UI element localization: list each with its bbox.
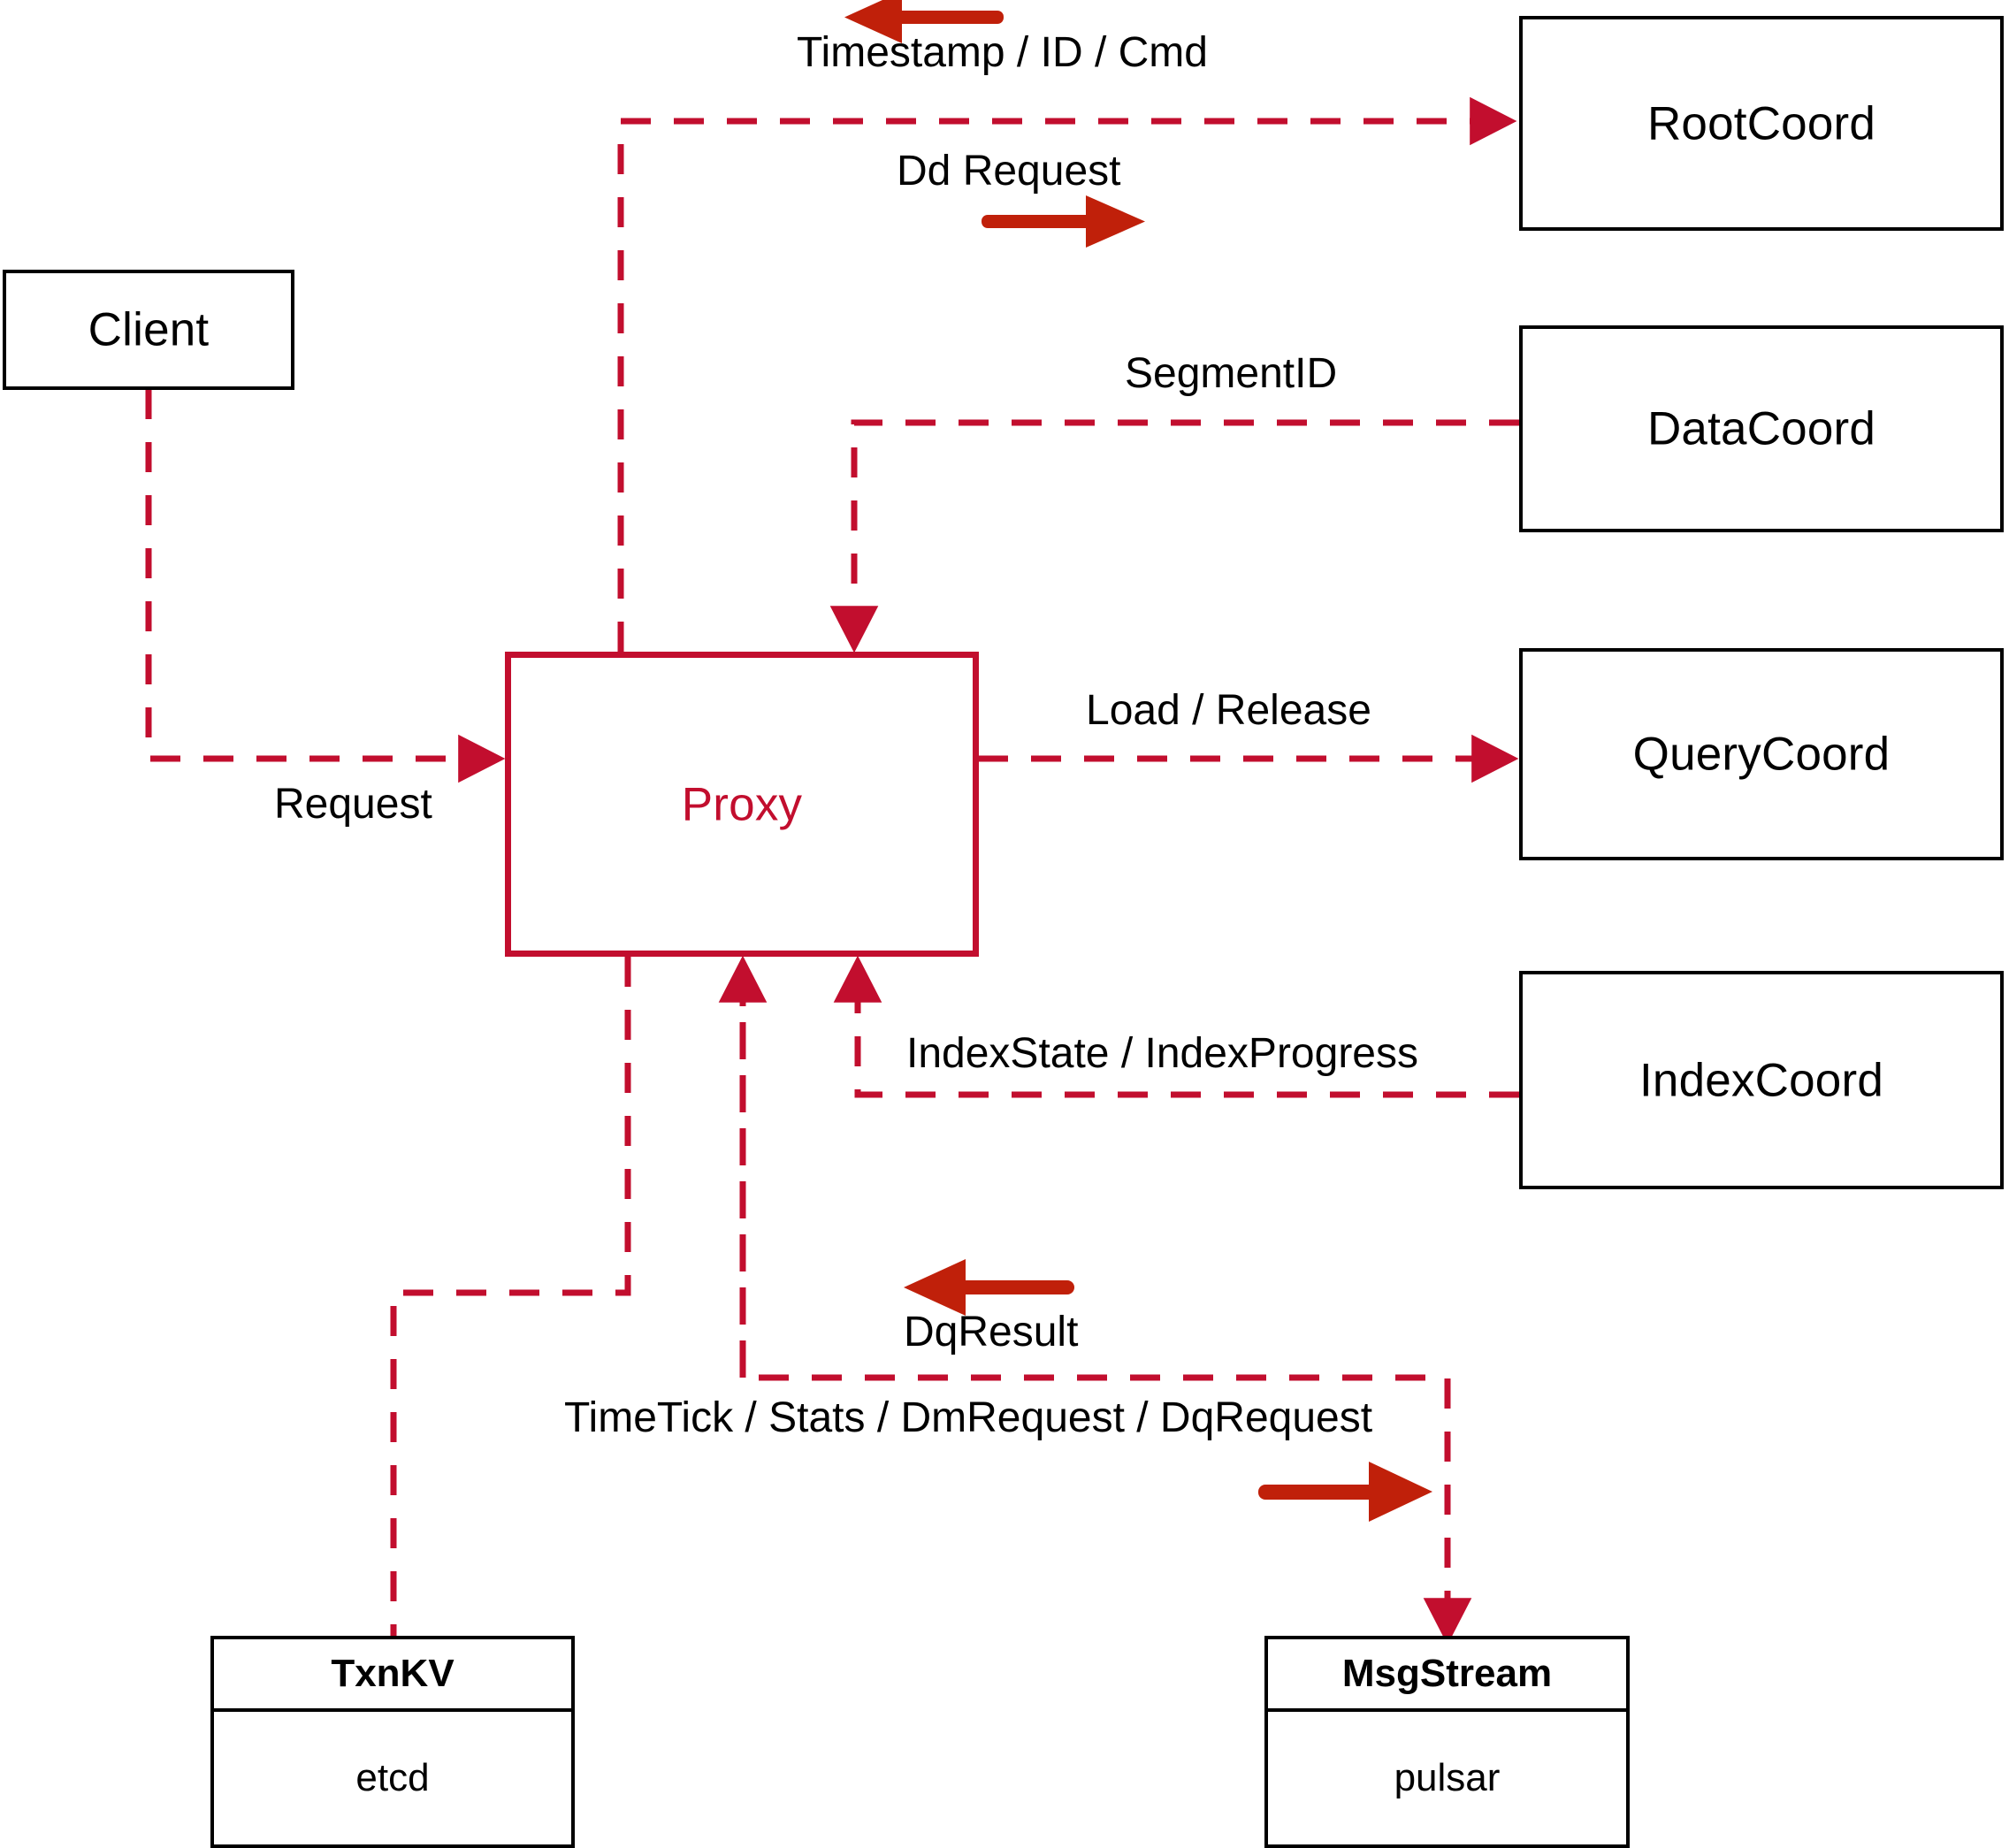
node-txnkv[interactable]: TxnKV etcd <box>210 1636 575 1848</box>
edge-label-load-release: Load / Release <box>1086 687 1371 734</box>
node-rootcoord[interactable]: RootCoord <box>1519 16 2004 231</box>
node-proxy-label: Proxy <box>681 778 803 830</box>
node-msgstream-body-label: pulsar <box>1394 1756 1501 1799</box>
edge-indexcoord-proxy <box>833 955 1519 1098</box>
node-txnkv-body-label: etcd <box>355 1756 430 1799</box>
edge-proxy-rootcoord <box>617 96 1517 652</box>
edge-label-index-state-progress: IndexState / IndexProgress <box>906 1030 1418 1077</box>
edge-label-timetick-stats: TimeTick / Stats / DmRequest / DqRequest <box>564 1394 1373 1441</box>
node-msgstream-header: MsgStream <box>1268 1639 1626 1712</box>
arrow-dqresult-left <box>904 1259 1074 1316</box>
edge-label-segmentid: SegmentID <box>1125 350 1338 397</box>
edge-datacoord-proxy <box>829 419 1519 653</box>
edge-label-dqresult: DqResult <box>904 1309 1079 1355</box>
arrow-dd-request-right <box>982 195 1145 248</box>
node-querycoord[interactable]: QueryCoord <box>1519 648 2004 860</box>
node-client[interactable]: Client <box>3 270 294 390</box>
node-querycoord-label: QueryCoord <box>1632 728 1891 781</box>
node-rootcoord-label: RootCoord <box>1646 97 1876 149</box>
node-txnkv-header-label: TxnKV <box>331 1652 455 1695</box>
edge-proxy-msgstream <box>739 969 1472 1646</box>
node-txnkv-body: etcd <box>214 1712 571 1844</box>
node-msgstream-body: pulsar <box>1268 1712 1626 1844</box>
node-indexcoord[interactable]: IndexCoord <box>1519 971 2004 1189</box>
node-proxy[interactable]: Proxy <box>505 652 979 957</box>
edge-label-dd-request: Dd Request <box>897 148 1121 195</box>
node-indexcoord-label: IndexCoord <box>1639 1054 1883 1106</box>
node-msgstream[interactable]: MsgStream pulsar <box>1264 1636 1630 1848</box>
node-datacoord[interactable]: DataCoord <box>1519 325 2004 532</box>
edge-label-request: Request <box>274 781 432 828</box>
edge-proxy-txnkv <box>390 957 631 1636</box>
node-msgstream-header-label: MsgStream <box>1341 1652 1553 1695</box>
node-client-label: Client <box>88 303 210 356</box>
emphasis-arrows <box>844 0 1432 1522</box>
node-txnkv-header: TxnKV <box>214 1639 571 1712</box>
edge-label-timestamp-id-cmd: Timestamp / ID / Cmd <box>797 29 1208 76</box>
arrow-timestamp-left <box>844 0 1004 43</box>
arrow-dqrequest-right <box>1258 1462 1432 1522</box>
node-datacoord-label: DataCoord <box>1646 402 1876 455</box>
edge-client-proxy <box>145 389 506 783</box>
